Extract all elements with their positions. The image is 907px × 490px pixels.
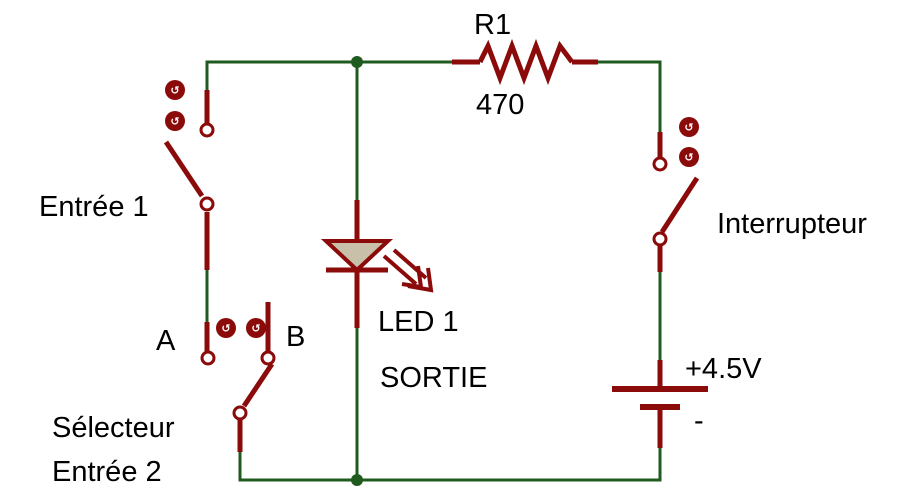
- pin-marker-switch-a: ↺: [679, 117, 699, 137]
- switch-input1-contact-bottom: [199, 196, 215, 212]
- selector-label-line1: Sélecteur: [52, 412, 175, 444]
- resistor-value-label: 470: [476, 89, 524, 121]
- pin-marker-switch-b: ↺: [679, 147, 699, 167]
- led-triangle: [320, 239, 394, 273]
- switch-main-contact-bottom: [652, 231, 668, 247]
- selector-label-line2: Entrée 2: [52, 456, 162, 488]
- svg-text:↺: ↺: [684, 151, 693, 164]
- selector-switch: [204, 302, 275, 452]
- resistor-r1: [452, 38, 598, 86]
- led-ref-label: LED 1: [378, 306, 459, 338]
- wires: [205, 60, 662, 482]
- pin-marker-selector-a: ↺: [216, 318, 236, 338]
- pin-marker-input1-a: ↺: [165, 80, 185, 100]
- selector-b-label: B: [286, 321, 305, 353]
- pin-marker-input1-b: ↺: [165, 111, 185, 131]
- svg-text:↺: ↺: [170, 115, 179, 128]
- switch-label: Interrupteur: [717, 208, 867, 240]
- pin-marker-selector-b: ↺: [246, 318, 266, 338]
- led-light-arrows: [382, 248, 434, 293]
- battery-minus-label: -: [694, 405, 704, 437]
- battery: [612, 360, 708, 448]
- selector-contact-b: [260, 350, 276, 366]
- switch-input1: [163, 90, 210, 270]
- svg-text:↺: ↺: [221, 322, 230, 335]
- junction-bottom: [351, 474, 363, 486]
- input1-label: Entrée 1: [39, 191, 149, 223]
- svg-text:↺: ↺: [251, 322, 260, 335]
- led-1: [320, 200, 394, 328]
- battery-plus-label: +4.5V: [685, 353, 762, 385]
- junction-top: [351, 56, 363, 68]
- switch-main-contact-top: [652, 156, 668, 172]
- svg-text:↺: ↺: [684, 121, 693, 134]
- selector-contact-a: [200, 350, 216, 366]
- selector-a-label: A: [156, 325, 176, 357]
- svg-text:↺: ↺: [170, 84, 179, 97]
- resistor-ref-label: R1: [474, 9, 511, 41]
- switch-input1-contact-top: [199, 122, 215, 138]
- selector-contact-common: [232, 405, 248, 421]
- output-label: SORTIE: [380, 362, 487, 394]
- switch-main: [657, 132, 700, 272]
